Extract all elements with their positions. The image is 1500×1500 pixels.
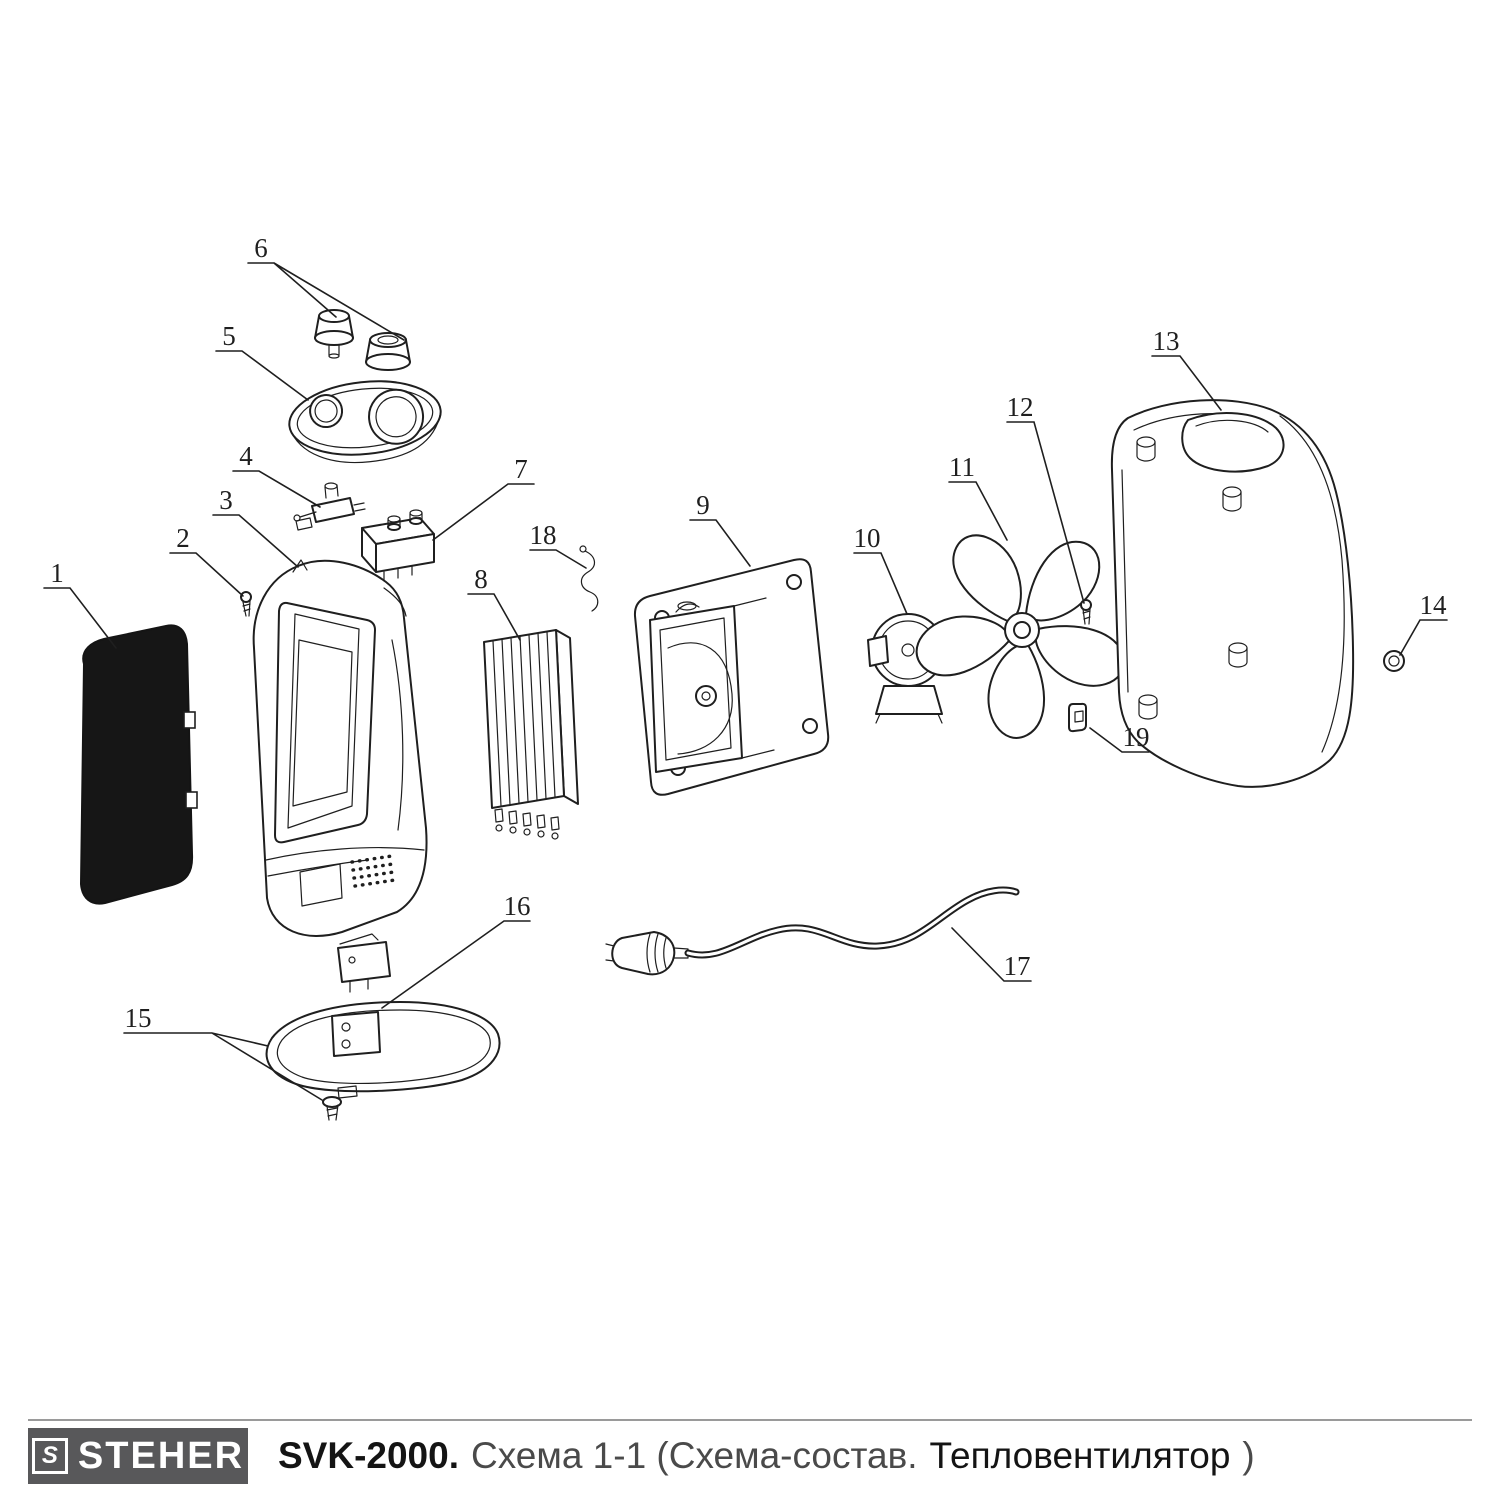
part-thermostat xyxy=(293,482,366,531)
callout-3: 3 xyxy=(219,485,233,515)
logo-glyph: S xyxy=(41,1442,58,1469)
callout-10: 10 xyxy=(854,523,881,553)
part-base-plate xyxy=(265,1001,501,1121)
leader-lines xyxy=(43,262,1448,1101)
callout-17: 17 xyxy=(1004,951,1031,981)
steher-logo: S STEHER xyxy=(28,1428,248,1484)
part-screw-motor xyxy=(1080,599,1092,625)
callout-4: 4 xyxy=(239,441,253,471)
brand-name: STEHER xyxy=(77,1434,245,1477)
part-knobs xyxy=(314,309,411,371)
callout-11: 11 xyxy=(949,452,975,482)
callout-8: 8 xyxy=(474,564,488,594)
callout-6: 6 xyxy=(254,233,268,263)
part-front-grille xyxy=(80,624,198,905)
callout-12: 12 xyxy=(1007,392,1034,422)
diagram-caption: SVK-2000. Схема 1-1 (Схема-состав. Тепло… xyxy=(278,1435,1255,1477)
callout-1: 1 xyxy=(50,558,64,588)
callout-18: 18 xyxy=(530,520,557,550)
part-switch xyxy=(361,509,435,582)
part-power-cord xyxy=(605,886,1020,976)
callout-5: 5 xyxy=(222,321,236,351)
callout-16: 16 xyxy=(504,891,531,921)
part-rear-housing xyxy=(1110,399,1355,788)
callout-13: 13 xyxy=(1153,326,1180,356)
paren-close: ) xyxy=(1242,1435,1255,1476)
callout-14: 14 xyxy=(1420,590,1448,620)
part-heating-element xyxy=(483,629,579,840)
part-control-plate xyxy=(288,380,442,464)
part-screw-front xyxy=(240,591,252,617)
callout-2: 2 xyxy=(176,523,190,553)
scheme-label: Схема 1-1 (Схема-состав. xyxy=(471,1435,918,1476)
part-cap xyxy=(1383,650,1405,672)
callout-15: 15 xyxy=(125,1003,152,1033)
exploded-diagram: 1 2 3 4 5 6 7 8 9 10 11 12 13 14 15 16 1… xyxy=(43,233,1448,1121)
product-name: Тепловентилятор xyxy=(929,1435,1231,1476)
part-thermal-fuse xyxy=(579,545,599,612)
part-fan-housing xyxy=(633,558,830,796)
part-fan-impeller xyxy=(915,534,1125,739)
steher-logo-icon: S xyxy=(31,1438,68,1474)
callout-9: 9 xyxy=(696,490,710,520)
callout-numbers: 1 2 3 4 5 6 7 8 9 10 11 12 13 14 15 16 1… xyxy=(50,233,1447,1033)
callout-19: 19 xyxy=(1123,722,1150,752)
footer-divider xyxy=(28,1419,1472,1421)
part-micro-switch xyxy=(337,933,391,993)
callout-7: 7 xyxy=(514,454,528,484)
model-number: SVK-2000. xyxy=(278,1435,459,1476)
part-front-housing xyxy=(252,559,428,937)
part-clip xyxy=(1068,702,1087,733)
footer: S STEHER SVK-2000. Схема 1-1 (Схема-сост… xyxy=(28,1427,1472,1485)
